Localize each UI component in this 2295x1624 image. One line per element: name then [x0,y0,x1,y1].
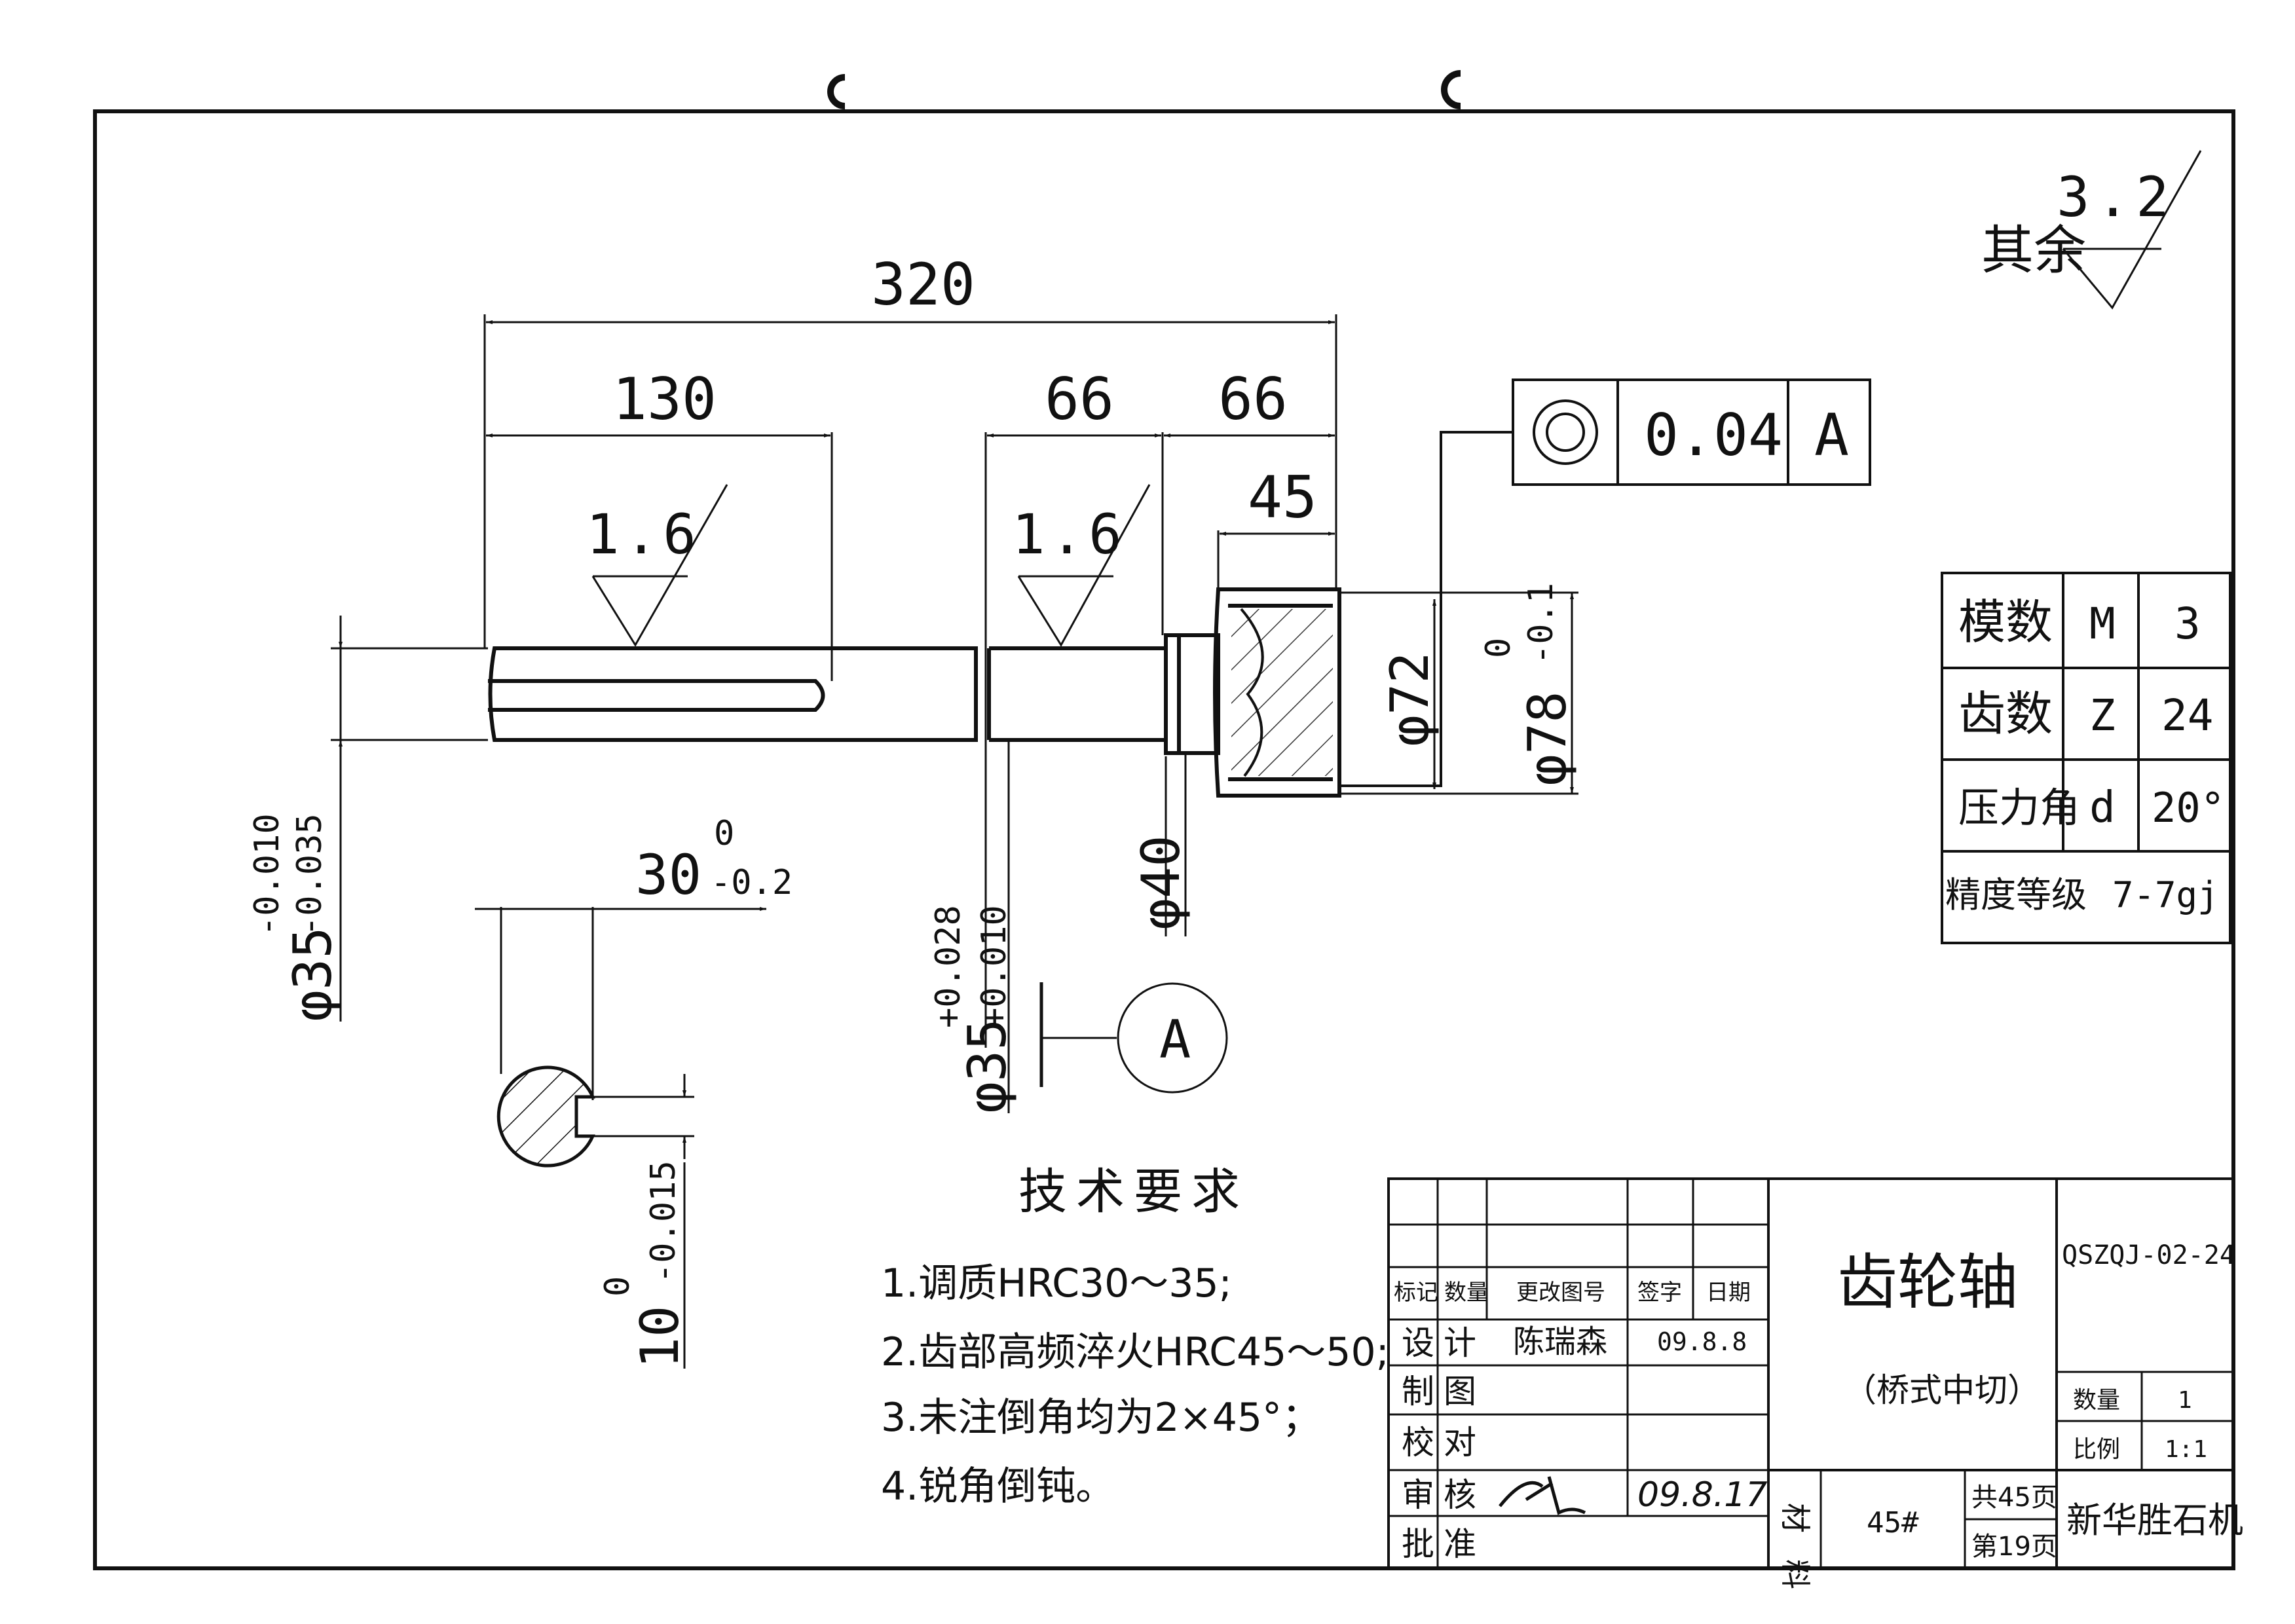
rev-header-1: 数量 [1444,1280,1489,1306]
reviewer-signature [1499,1476,1586,1515]
dim-total: 320 [871,251,975,318]
rev-header-2: 更改图号 [1516,1280,1605,1306]
binding-mark-left [827,74,846,109]
dim-shoulder: φ40 [1130,836,1191,931]
designer-name: 陈瑞森 [1513,1323,1607,1360]
page-number: 第19页 [1971,1532,2057,1562]
dim-gear-inner: φ72 [1379,652,1440,747]
roughness-other-symbol [2062,150,2202,310]
shaft-left-diameter-dims [331,616,488,1022]
drawing-number: QSZQJ-02-24 [2062,1240,2235,1270]
shaft-mid-diameter-dims [1007,740,1228,1113]
rev-header-0: 标记 [1394,1280,1438,1306]
tolerance-value: 0.04 [1644,401,1783,469]
dim-gear-outer-tol-up: 0 [1479,638,1518,658]
gear-break-line [1240,608,1264,777]
param-sym-2: d [2089,782,2116,832]
param-val-3: 7-7gj [2112,874,2219,915]
part-subtitle: （桥式中切） [1844,1371,2040,1409]
dim-gear-outer: φ78 [1517,692,1578,786]
datum-label: A [1159,1009,1191,1070]
shaft-outline [488,587,1341,798]
scale-label: 比例 [2073,1436,2120,1463]
dim-left: 130 [612,365,717,433]
dim-gear-outer-tol-lo: -0.1 [1521,583,1561,665]
param-val-2: 20° [2152,784,2225,832]
runout-tolerance-frame [1339,378,1871,787]
dim-key-width-tol-up: 0 [598,1276,637,1297]
quantity-value: 1 [2178,1387,2192,1414]
part-name: 齿轮轴 [1837,1247,2018,1318]
dim-shaft-mid-tol-lo: +0.010 [975,905,1014,1028]
param-name-1: 齿数 [1958,686,2053,741]
total-pages: 共45页 [1971,1483,2057,1513]
material-label: 材料 [1778,1503,1813,1615]
role-2: 校对 [1402,1424,1485,1462]
title-block-grid [1387,1177,2235,1570]
roughness-left-value: 1.6 [586,502,701,566]
dim-shaft-left-tol-up: -0.010 [248,813,287,936]
tech-req-item-2: 2.齿部高频淬火HRC45～50; [881,1329,1389,1375]
dim-key-depth: 30 [635,843,701,907]
rev-header-4: 日期 [1706,1280,1751,1306]
role-0: 设计 [1402,1324,1485,1362]
param-name-2: 压力角 [1958,784,2080,832]
dim-key-width: 10 [629,1306,690,1369]
role-3: 审核 [1402,1476,1485,1514]
gear-diameter-dims [1165,591,1578,936]
param-name-0: 模数 [1958,595,2053,650]
datum-circle [1117,982,1228,1094]
roughness-symbols [591,484,1151,647]
quantity-label: 数量 [2073,1387,2120,1414]
keyway-section [475,907,766,1369]
sheet-border [93,109,2235,1570]
roughness-other-value: 3.2 [2057,165,2176,229]
param-sym-0: M [2089,599,2116,649]
binding-mark-right [1441,70,1461,109]
material-value: 45# [1867,1506,1919,1540]
gear-hatch [1231,609,1333,776]
dim-gear-width: 45 [1248,464,1317,531]
dim-shaft-left: φ35 [282,927,343,1022]
review-date: 09.8.17 [1637,1475,1767,1515]
dim-key-depth-tol-up: 0 [714,814,734,853]
top-dimensions [483,314,1337,1048]
roughness-other-label: 其余 [1981,220,2086,281]
gear-param-table [1941,572,2231,944]
dim-mid2: 66 [1218,365,1288,433]
role-4: 批准 [1402,1525,1485,1563]
company-name: 新华胜石机 [2066,1500,2243,1541]
design-date: 09.8.8 [1657,1327,1747,1356]
dim-key-width-tol-lo: -0.015 [644,1160,683,1283]
rev-header-3: 签字 [1637,1280,1682,1306]
roughness-mid-value: 1.6 [1012,502,1127,566]
dim-mid1: 66 [1045,365,1114,433]
param-name-3: 精度等级 [1945,874,2087,915]
dim-shaft-left-tol-lo: -0.035 [290,813,329,936]
role-1: 制图 [1402,1373,1485,1411]
tech-req-item-3: 3.未注倒角均为2×45°； [881,1395,1321,1441]
tolerance-datum: A [1814,401,1849,469]
scale-value: 1:1 [2165,1436,2207,1463]
dim-key-depth-tol-lo: -0.2 [711,863,793,902]
dim-shaft-mid: φ35 [957,1019,1018,1114]
tech-req-item-4: 4.锐角倒钝。 [881,1464,1115,1509]
param-sym-1: Z [2089,690,2116,741]
param-val-0: 3 [2174,599,2201,649]
dim-shaft-mid-tol-up: +0.028 [929,905,968,1028]
param-val-1: 24 [2161,690,2213,741]
tech-req-title: 技术要求 [1018,1164,1249,1220]
tech-req-item-1: 1.调质HRC30～35; [881,1261,1232,1306]
